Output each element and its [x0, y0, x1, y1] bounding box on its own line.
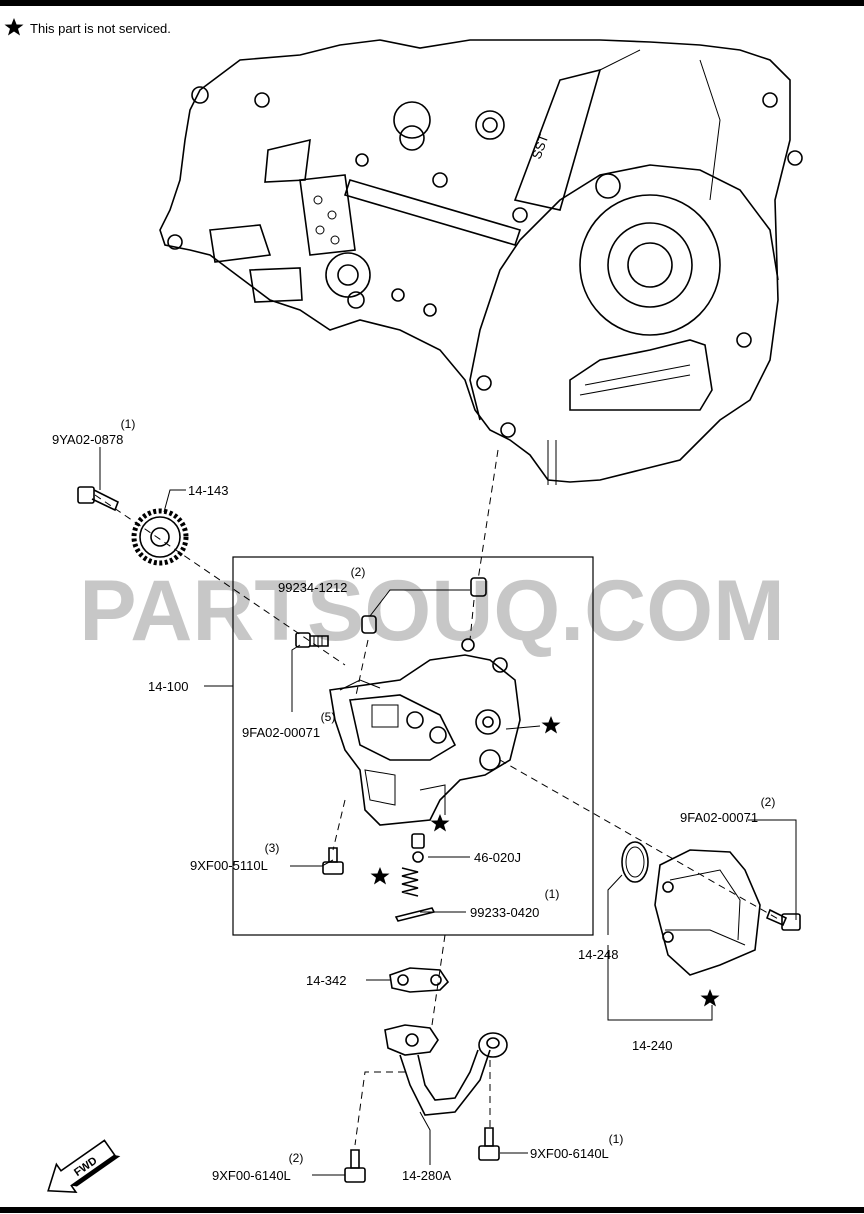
svg-text:9XF00-6140L: 9XF00-6140L — [212, 1168, 291, 1183]
sprocket — [131, 508, 189, 566]
svg-text:9YA02-0878: 9YA02-0878 — [52, 432, 123, 447]
star-icon — [541, 716, 561, 734]
svg-text:14-280A: 14-280A — [402, 1168, 451, 1183]
svg-text:14-248: 14-248 — [578, 947, 618, 962]
svg-text:(2): (2) — [351, 565, 366, 579]
svg-text:9XF00-6140L: 9XF00-6140L — [530, 1146, 609, 1161]
star-icon — [4, 18, 24, 36]
svg-text:99233-0420: 99233-0420 — [470, 905, 539, 920]
oil-pump-body — [329, 638, 521, 826]
callout-9fa02-00071-right[interactable]: (2) 9FA02-00071 — [680, 795, 775, 825]
star-icon — [370, 867, 390, 885]
legend: This part is not serviced. — [4, 18, 171, 36]
gasket-14-342 — [389, 967, 450, 993]
callout-14-280a[interactable]: 14-280A — [402, 1168, 451, 1183]
oil-strainer-14-240 — [654, 849, 761, 976]
oil-pipe-14-280a — [384, 1024, 508, 1116]
svg-text:14-240: 14-240 — [632, 1038, 672, 1053]
bolt-9fa02-00071-right — [765, 908, 801, 931]
svg-text:(2): (2) — [289, 1151, 304, 1165]
legend-text: This part is not serviced. — [30, 21, 171, 36]
svg-text:(1): (1) — [545, 887, 560, 901]
callout-14-342[interactable]: 14-342 — [306, 973, 346, 988]
bolt-9xf00-5110l — [322, 847, 344, 875]
callout-14-143[interactable]: 14-143 — [188, 483, 228, 498]
callout-9fa02-00071-inner[interactable]: (5) 9FA02-00071 — [242, 710, 335, 740]
callout-9xf00-6140l-left[interactable]: (2) 9XF00-6140L — [212, 1151, 303, 1183]
svg-text:(1): (1) — [609, 1132, 624, 1146]
callout-14-248[interactable]: 14-248 — [578, 947, 618, 962]
top-border — [0, 0, 864, 6]
svg-text:(3): (3) — [265, 841, 280, 855]
bottom-border — [0, 1207, 864, 1213]
svg-text:46-020J: 46-020J — [474, 850, 521, 865]
star-icon — [700, 989, 720, 1007]
svg-text:(5): (5) — [321, 710, 336, 724]
callout-9ya02-0878[interactable]: (1) 9YA02-0878 — [52, 417, 135, 447]
svg-text:SST: SST — [529, 132, 552, 161]
callout-14-100[interactable]: 14-100 — [148, 679, 188, 694]
leader-lines — [99, 447, 797, 1176]
callout-99234-1212[interactable]: (2) 99234-1212 — [278, 565, 365, 595]
watermark: PARTSOUQ.COM — [79, 563, 785, 659]
dowel-pins — [361, 577, 487, 634]
svg-text:14-143: 14-143 — [188, 483, 228, 498]
callout-99233-0420[interactable]: (1) 99233-0420 — [470, 887, 559, 920]
callout-9xf00-6140l-right[interactable]: (1) 9XF00-6140L — [530, 1132, 623, 1161]
not-serviced-stars — [370, 716, 720, 1007]
svg-text:(2): (2) — [761, 795, 776, 809]
callout-46-020j[interactable]: 46-020J — [474, 850, 521, 865]
svg-text:14-100: 14-100 — [148, 679, 188, 694]
svg-text:9FA02-00071: 9FA02-00071 — [680, 810, 758, 825]
svg-text:99234-1212: 99234-1212 — [278, 580, 347, 595]
callout-9xf00-5110l[interactable]: (3) 9XF00-5110L — [190, 841, 279, 873]
star-icon — [430, 814, 450, 832]
bolt-9ya02-0878 — [77, 486, 120, 512]
bolt-9xf00-6140l-left — [344, 1149, 366, 1183]
svg-text:9XF00-5110L: 9XF00-5110L — [190, 858, 268, 873]
bolt-9fa02-00071-inner — [295, 632, 329, 648]
engine-block-illustration: SST — [159, 39, 803, 485]
svg-text:(1): (1) — [121, 417, 136, 431]
fwd-arrow-icon: FWD — [47, 1139, 121, 1193]
svg-text:14-342: 14-342 — [306, 973, 346, 988]
svg-text:9FA02-00071: 9FA02-00071 — [242, 725, 320, 740]
callout-14-240[interactable]: 14-240 — [632, 1038, 672, 1053]
relief-valve-parts — [394, 833, 436, 922]
oil-pump-group-box — [232, 556, 594, 936]
bolt-9xf00-6140l-right — [478, 1127, 500, 1161]
o-ring-14-248 — [621, 841, 649, 883]
